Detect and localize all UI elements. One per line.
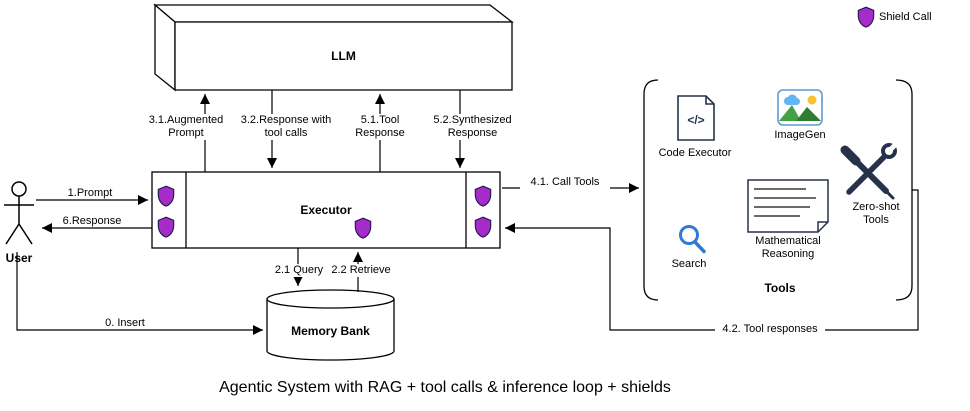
user-figure <box>4 181 34 245</box>
search-label: Search <box>671 258 707 270</box>
math-reasoning-label: Mathematical Reasoning <box>755 235 821 260</box>
edge-label-augmented-prompt: 3.1.Augmented Prompt <box>142 114 230 140</box>
edge-label-tool-responses: 4.2. Tool responses <box>715 323 825 336</box>
math-reasoning-icon <box>747 179 829 233</box>
memory-bank-label: Memory Bank <box>291 324 370 338</box>
edge-label-synthesized-response: 5.2.Synthesized Response <box>425 114 520 140</box>
user-label: User <box>5 251 33 265</box>
imagegen-icon <box>777 89 823 126</box>
zero-shot-tools-icon <box>840 140 900 200</box>
edge-label-insert: 0. Insert <box>105 317 145 329</box>
shield-executor-left-top <box>157 185 175 207</box>
edge-insert <box>16 252 263 335</box>
search-icon <box>679 225 706 254</box>
edge-label-response: 6.Response <box>62 215 122 227</box>
diagram-title: Agentic System with RAG + tool calls & i… <box>219 379 671 396</box>
zero-shot-tools-label: Zero-shot Tools <box>852 201 900 226</box>
tools-group-label: Tools <box>764 281 796 295</box>
code-executor-label: Code Executor <box>658 147 732 159</box>
edge-label-tool-response: 5.1.Tool Response <box>345 114 415 140</box>
shield-executor-right-top <box>474 185 492 207</box>
shield-executor-bottom <box>354 217 372 239</box>
code-glyph: </> <box>687 113 704 127</box>
imagegen-label: ImageGen <box>774 129 826 141</box>
edge-label-prompt: 1.Prompt <box>67 187 113 199</box>
shield-legend-icon <box>857 6 875 28</box>
memory-bank-node <box>266 289 395 361</box>
edge-label-response-with-tool-calls: 3.2.Response with tool calls <box>240 114 332 140</box>
edge-label-call-tools: 4.1. Call Tools <box>520 176 610 189</box>
shield-executor-left-bottom <box>157 216 175 238</box>
executor-label: Executor <box>300 203 352 217</box>
llm-label: LLM <box>331 49 356 63</box>
edge-label-query: 2.1 Query <box>270 264 328 277</box>
llm-node <box>153 3 514 92</box>
executor-node <box>151 171 501 249</box>
shield-executor-right-bottom <box>474 216 492 238</box>
edge-label-retrieve: 2.2 Retrieve <box>328 264 394 277</box>
legend-shield-call-label: Shield Call <box>879 11 932 23</box>
code-executor-icon: </> <box>677 95 715 141</box>
